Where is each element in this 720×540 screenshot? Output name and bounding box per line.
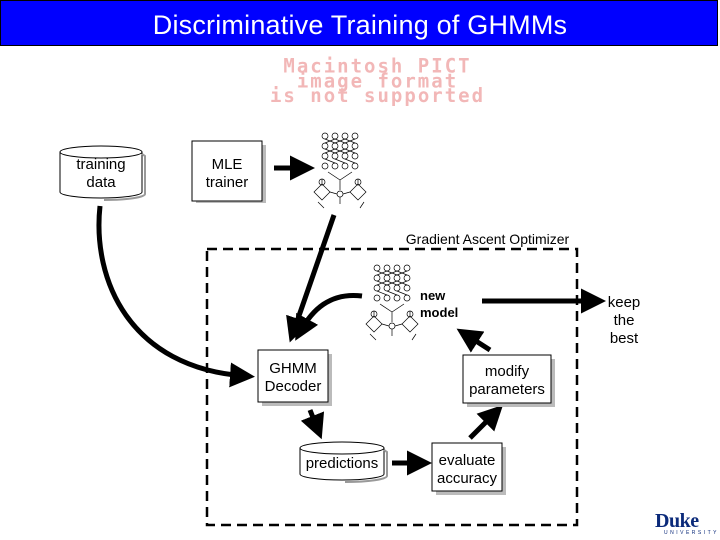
ghmm-decoder-line1: GHMM (269, 360, 317, 377)
trained-model-icon (313, 132, 367, 209)
arrow-new-model-to-decoder (295, 292, 363, 341)
evaluate-accuracy-box (431, 442, 506, 495)
pict-placeholder-notice: Macintosh PICT image format is not suppo… (200, 54, 555, 108)
modify-parameters-box (462, 354, 555, 407)
new-model-icon (365, 264, 419, 341)
slide-title: Discriminative Training of GHMMs (152, 10, 568, 40)
title-bar (0, 0, 718, 46)
arrow-decoder-to-predictions (300, 409, 325, 440)
pict-notice-line: Macintosh PICT (283, 54, 472, 78)
keep-best-label: keep the best (599, 294, 649, 348)
ghmm-decoder-line2: Decoder (264, 378, 322, 395)
training-data-line1: training (76, 156, 126, 173)
new-model-line2: model (420, 305, 459, 320)
duke-logo-subtitle: UNIVERSITY (664, 530, 720, 536)
mle-trainer-label: MLE trainer (192, 156, 262, 192)
training-data-cylinder (59, 145, 146, 201)
arrow-modify-to-new-model (456, 328, 492, 353)
evaluate-accuracy-line2: accuracy (436, 470, 498, 487)
mle-trainer-box (191, 140, 266, 203)
pict-notice-line: image format (296, 69, 459, 93)
ghmm-decoder-box (257, 349, 332, 406)
mle-trainer-line2: trainer (205, 174, 249, 191)
keep-best-line2: the (613, 312, 635, 329)
modify-parameters-line2: parameters (469, 381, 545, 398)
pict-notice-line: is not supported (269, 84, 486, 108)
training-data-line2: data (86, 174, 116, 191)
keep-best-line3: best (609, 330, 639, 347)
duke-logo: Duke (655, 510, 699, 532)
arrow-training-data-to-decoder (96, 205, 255, 388)
evaluate-accuracy-line1: evaluate (438, 452, 496, 469)
evaluate-accuracy-label: evaluate accuracy (432, 452, 502, 488)
training-data-label: training data (60, 156, 142, 192)
modify-parameters-label: modify parameters (463, 363, 551, 399)
optimizer-label: Gradient Ascent Optimizer (405, 231, 570, 247)
predictions-cylinder (299, 441, 388, 483)
new-model-label: new model (420, 287, 470, 321)
arrow-evaluate-to-modify (468, 404, 504, 440)
keep-best-line1: keep (607, 294, 641, 311)
ghmm-decoder-label: GHMM Decoder (258, 360, 328, 396)
modify-parameters-line1: modify (484, 363, 530, 380)
mle-trainer-line1: MLE (211, 156, 243, 173)
new-model-line1: new (420, 288, 446, 303)
predictions-label: predictions (305, 455, 379, 472)
optimizer-region (205, 247, 579, 527)
